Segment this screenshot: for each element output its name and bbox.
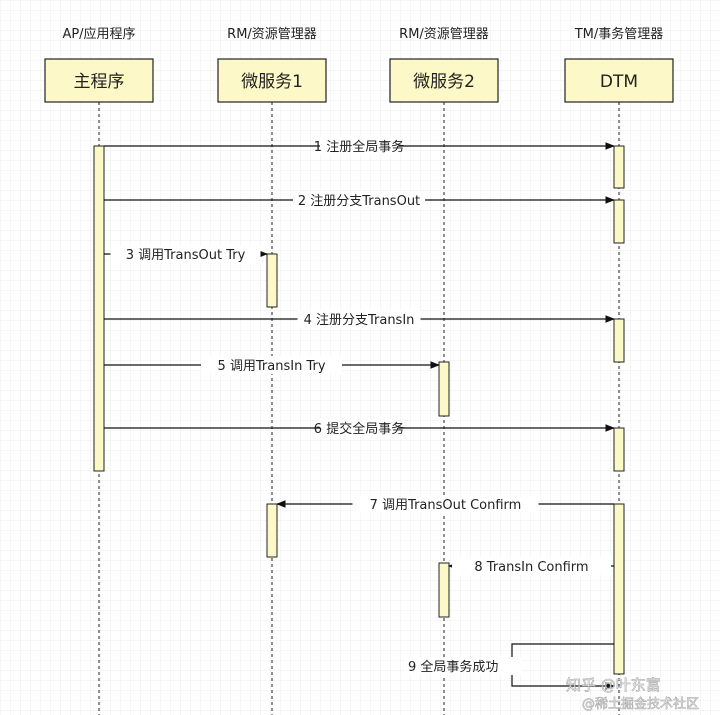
message-3: 3 调用TransOut Try (104, 245, 268, 263)
message-6: 6 提交全局事务 (104, 419, 615, 437)
activation-bar (613, 145, 625, 189)
activation-bar (438, 361, 450, 417)
participant-name: 微服务2 (413, 72, 475, 92)
activation-bar (438, 562, 450, 618)
participant-name: 微服务1 (241, 72, 303, 92)
participant-role: RM/资源管理器 (227, 27, 317, 42)
message-label: 5 调用TransIn Try (217, 359, 325, 374)
participant-role: RM/资源管理器 (399, 27, 489, 42)
participant-4: TM/事务管理器 DTM (564, 26, 674, 715)
activation-bar (613, 427, 625, 472)
message-5: 5 调用TransIn Try (104, 356, 440, 374)
svg-text:知乎 @叶东富: 知乎 @叶东富 (566, 676, 661, 694)
participant-role: TM/事务管理器 (574, 26, 664, 42)
watermark: 知乎 @叶东富 @稀土掘金技术社区 (566, 676, 700, 713)
message-label: 6 提交全局事务 (314, 421, 404, 437)
message-2: 2 注册分支TransOut (104, 191, 615, 209)
participant-name: 主程序 (74, 72, 125, 92)
message-9: 9 全局事务成功 (404, 643, 615, 690)
message-label: 1 注册全局事务 (314, 139, 404, 155)
activation-bar (613, 199, 625, 244)
activation-bar (613, 318, 625, 363)
participant-box (564, 58, 674, 103)
message-label: 7 调用TransOut Confirm (370, 498, 522, 513)
message-1: 1 注册全局事务 (104, 137, 615, 155)
message-label: 3 调用TransOut Try (126, 248, 246, 263)
message-4: 4 注册分支TransIn (104, 310, 615, 328)
participant-box (44, 58, 154, 103)
svg-text:@稀土掘金技术社区: @稀土掘金技术社区 (582, 696, 699, 712)
message-label: 2 注册分支TransOut (298, 194, 420, 209)
participant-role: AP/应用程序 (62, 26, 135, 42)
activation-bar (266, 253, 278, 308)
activation-bar (93, 145, 105, 472)
activation-bar (266, 503, 278, 558)
message-7: 7 调用TransOut Confirm (276, 495, 614, 513)
participant-box (389, 58, 499, 103)
message-label: 9 全局事务成功 (408, 659, 498, 675)
participant-box (217, 58, 327, 103)
message-label: 8 TransIn Confirm (474, 560, 588, 575)
message-8: 8 TransIn Confirm (448, 557, 614, 575)
message-label: 4 注册分支TransIn (304, 313, 415, 328)
participant-name: DTM (600, 72, 638, 92)
activation-bar (613, 503, 625, 675)
